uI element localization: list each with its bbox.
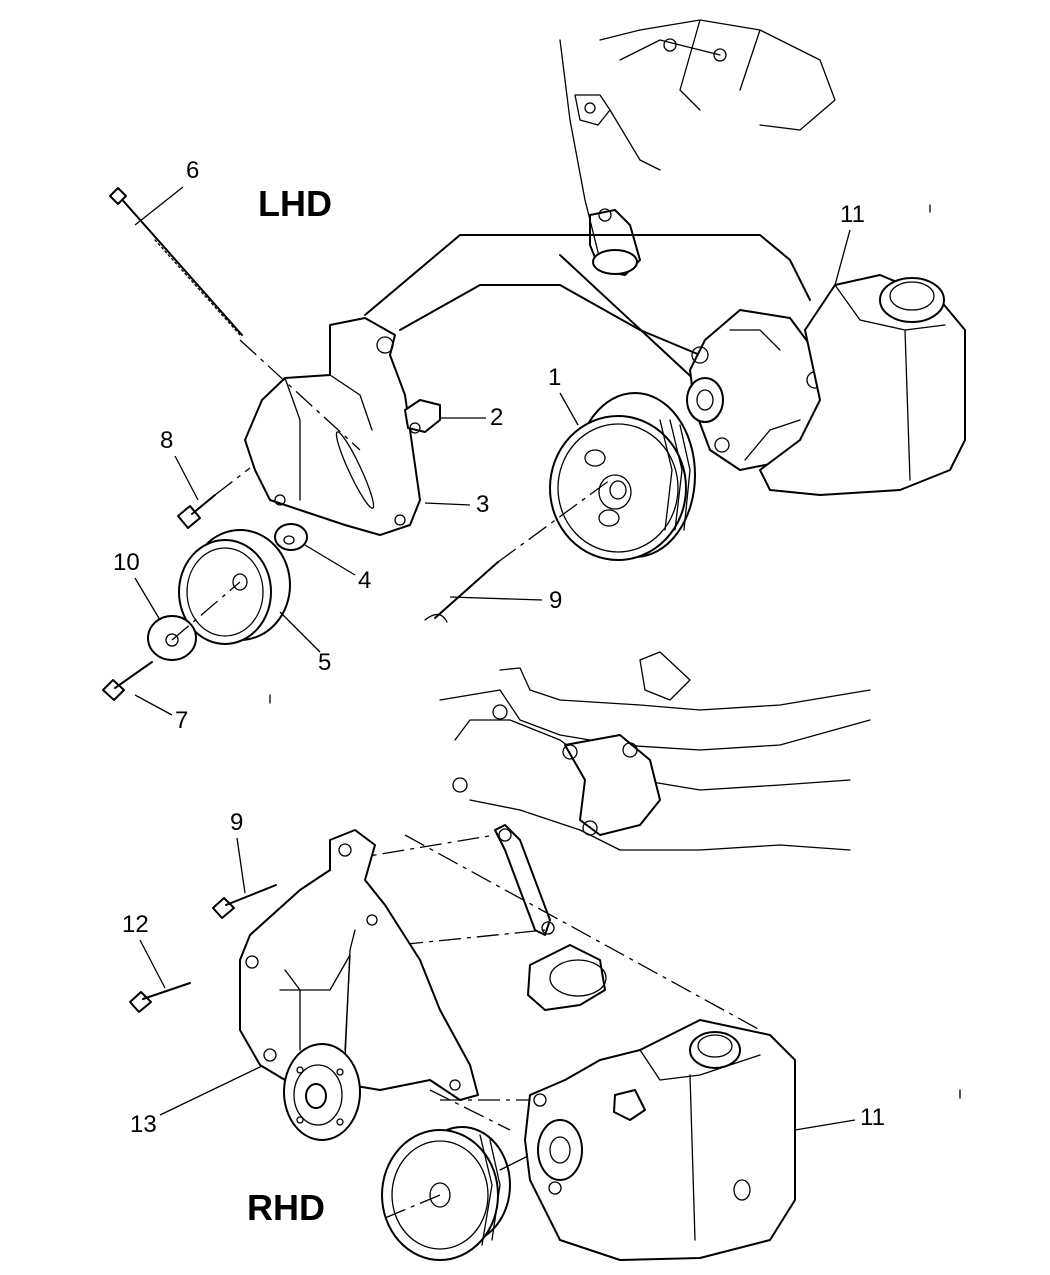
- lhd-hose-lines: [364, 234, 811, 386]
- bolt-8: [177, 467, 251, 529]
- callout-10: 10: [113, 549, 140, 576]
- rhd-pump-reservoir-11: [524, 1019, 796, 1261]
- callout-2: 2: [490, 404, 503, 431]
- lhd-assembly: [102, 19, 966, 701]
- lhd-reservoir-11: [759, 274, 966, 496]
- lhd-engine-block: [559, 19, 836, 276]
- callout-3: 3: [476, 491, 489, 518]
- callout-9-lhd: 9: [549, 587, 562, 614]
- bolt-9-rhd: [212, 884, 277, 919]
- rhd-assembly: [129, 651, 871, 1261]
- rhd-pump-pulley: [381, 1126, 541, 1261]
- callout-1: 1: [548, 364, 561, 391]
- pump-pulley-1: [549, 392, 696, 561]
- callout-6: 6: [186, 157, 199, 184]
- lhd-label: LHD: [258, 183, 332, 224]
- callout-12: 12: [122, 911, 149, 938]
- callout-11-rhd: 11: [860, 1104, 885, 1131]
- callout-11-lhd: 11: [840, 201, 865, 228]
- mounting-bracket-13: [239, 829, 479, 1101]
- spacer-4: [274, 523, 308, 551]
- washer-10: [147, 581, 241, 661]
- long-bolt-6: [109, 187, 243, 336]
- callout-7: 7: [175, 707, 188, 734]
- idler-pulley-5: [178, 529, 291, 645]
- lhd-callouts: 6 11 1 2 3 8 4 10 9 5 7: [113, 157, 865, 734]
- callout-8: 8: [160, 427, 173, 454]
- bolt-7: [102, 661, 153, 701]
- pulley-puller-9: [424, 479, 611, 623]
- bracket-clip-2: [404, 399, 441, 434]
- mounting-bracket-3: [239, 317, 421, 536]
- rhd-engine-block: [439, 651, 871, 1011]
- rhd-callouts: 9 12 13 11: [122, 809, 885, 1138]
- callout-13: 13: [130, 1111, 157, 1138]
- rhd-pump-flange: [283, 1043, 361, 1141]
- section-labels: LHD RHD: [247, 183, 332, 1228]
- callout-5: 5: [318, 649, 331, 676]
- rhd-label: RHD: [247, 1187, 325, 1228]
- bolt-12: [129, 982, 191, 1013]
- callout-4: 4: [358, 567, 371, 594]
- callout-9-rhd: 9: [230, 809, 243, 836]
